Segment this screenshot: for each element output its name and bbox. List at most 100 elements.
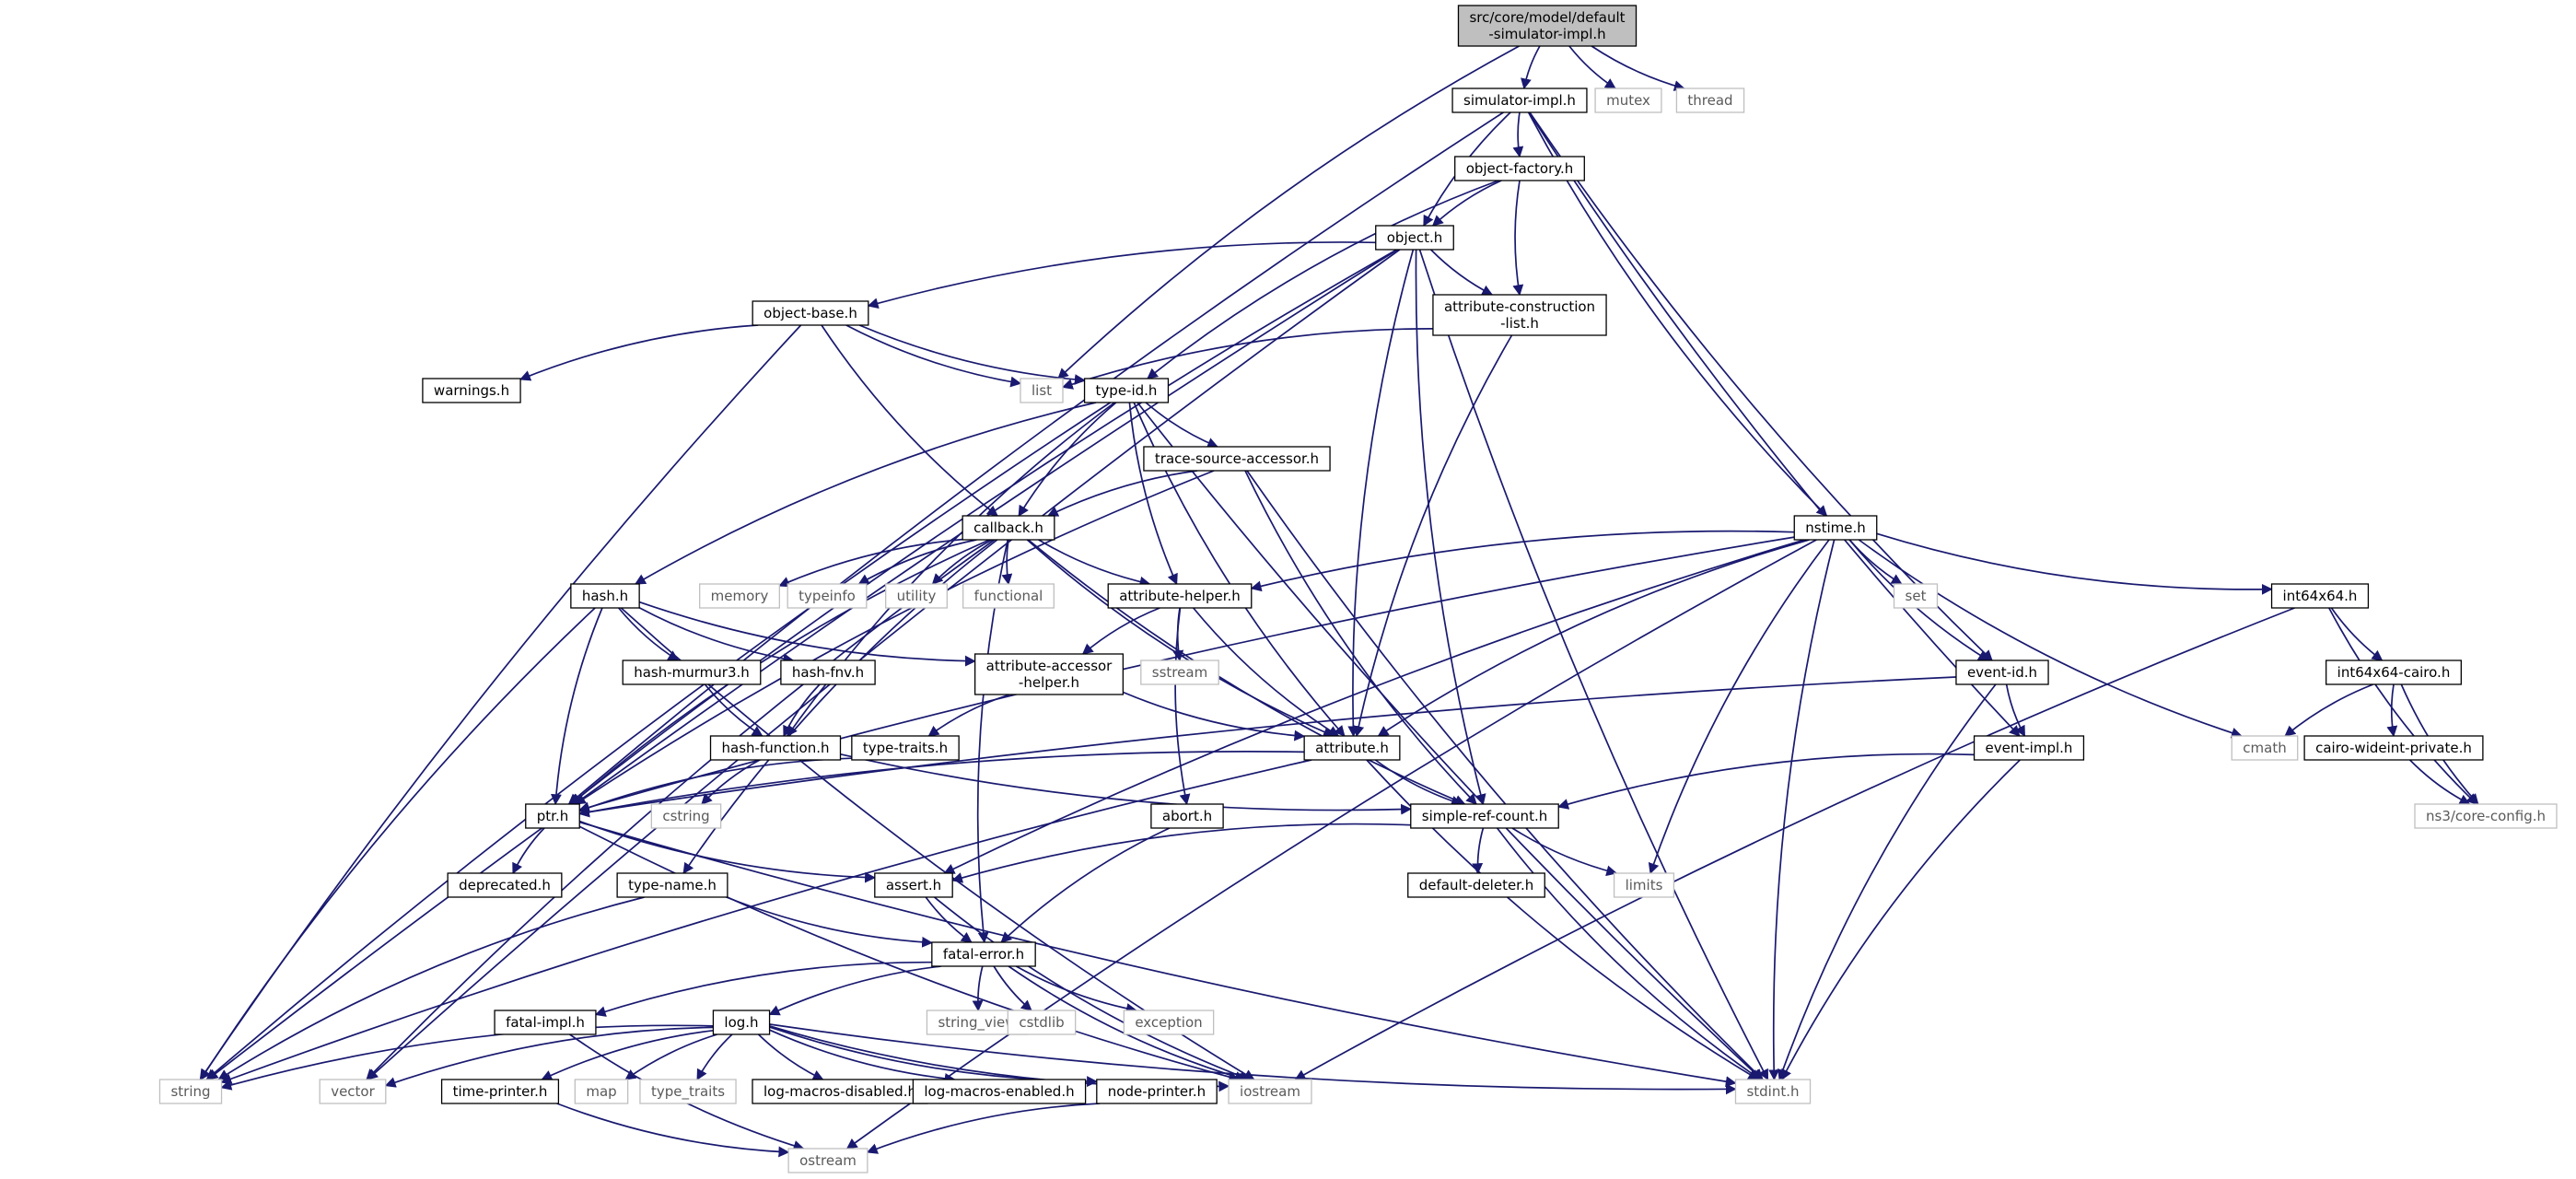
node-fatal-error[interactable]: fatal-error.h	[931, 941, 1036, 967]
node-label: vector	[331, 1083, 375, 1100]
node-box	[787, 1148, 868, 1173]
edge-object-factory-to-type-id	[1147, 180, 1499, 379]
node-box	[752, 300, 869, 326]
node-type-name[interactable]: type-name.h	[616, 872, 729, 898]
node-log[interactable]: log.h	[712, 1010, 771, 1035]
edge-hash-function-to-simple-ref-count	[840, 753, 1412, 815]
node-box	[570, 583, 640, 609]
node-label: cmath	[2243, 740, 2286, 756]
edge-hash-murmur3-to-hash-function	[704, 683, 763, 737]
node-nstime[interactable]: nstime.h	[1793, 515, 1878, 541]
node-label: fatal-error.h	[943, 946, 1024, 963]
node-box	[2303, 735, 2484, 761]
node-simulator-impl[interactable]: simulator-impl.h	[1451, 88, 1588, 113]
node-object[interactable]: object.h	[1375, 225, 1454, 251]
node-box	[780, 660, 876, 685]
node-default-deleter[interactable]: default-deleter.h	[1407, 872, 1545, 898]
node-type-id[interactable]: type-id.h	[1083, 378, 1170, 403]
node-label: sstream	[1152, 664, 1207, 681]
edge-object-base-to-type-id	[858, 324, 1086, 385]
node-cairo-wideint-private[interactable]: cairo-wideint-private.h	[2303, 735, 2484, 761]
node-label: type_traits	[651, 1083, 725, 1101]
node-label: log-macros-disabled.h	[763, 1083, 916, 1100]
node-hash-function[interactable]: hash-function.h	[709, 735, 842, 761]
edge-int64x64-to-iostream	[1294, 607, 2295, 1080]
edge-object-to-ptr	[569, 249, 1398, 805]
node-box	[616, 872, 729, 898]
node-callback[interactable]: callback.h	[962, 515, 1055, 541]
node-warnings[interactable]: warnings.h	[422, 378, 521, 403]
node-object-base[interactable]: object-base.h	[752, 300, 869, 326]
edge-trace-source-accessor-to-ptr	[574, 470, 1215, 805]
node-log-macros-enabled[interactable]: log-macros-enabled.h	[912, 1079, 1087, 1104]
edge-callback-to-memory	[778, 538, 963, 588]
edge-type-id-to-string	[205, 402, 1112, 1080]
node-attribute[interactable]: attribute.h	[1303, 735, 1401, 761]
node-box	[1150, 803, 1224, 829]
node-hash-fnv[interactable]: hash-fnv.h	[780, 660, 876, 685]
node-label: abort.h	[1162, 808, 1212, 824]
node-box	[874, 872, 953, 898]
node-memory: memory	[699, 583, 780, 609]
node-exception: exception	[1123, 1010, 1215, 1035]
node-box	[1143, 446, 1331, 472]
node-iostream: iostream	[1228, 1079, 1312, 1104]
node-hash[interactable]: hash.h	[570, 583, 640, 609]
edge-callback-to-attribute	[1026, 539, 1335, 738]
node-thread: thread	[1675, 88, 1745, 113]
edge-node-printer-to-ostream	[866, 1103, 1101, 1154]
node-box	[1107, 583, 1253, 609]
node-box	[1096, 1079, 1218, 1104]
node-box	[787, 583, 868, 609]
node-attribute-construction-list[interactable]: attribute-construction-list.h	[1432, 294, 1607, 336]
node-attribute-helper[interactable]: attribute-helper.h	[1107, 583, 1253, 609]
node-label: warnings.h	[434, 382, 509, 399]
node-event-impl[interactable]: event-impl.h	[1973, 735, 2085, 761]
node-box	[2270, 583, 2370, 609]
node-label: simple-ref-count.h	[1422, 808, 1547, 824]
node-ptr[interactable]: ptr.h	[525, 803, 580, 829]
edge-callback-to-functional	[1001, 539, 1013, 586]
node-log-macros-disabled[interactable]: log-macros-disabled.h	[752, 1079, 928, 1104]
edge-event-id-to-event-impl	[2005, 683, 2026, 738]
node-int64x64-cairo[interactable]: int64x64-cairo.h	[2325, 660, 2462, 685]
node-box	[639, 1079, 737, 1104]
node-label: callback.h	[973, 519, 1043, 536]
node-hash-murmur3[interactable]: hash-murmur3.h	[622, 660, 762, 685]
node-root[interactable]: src/core/model/default-simulator-impl.h	[1457, 5, 1638, 47]
node-event-id[interactable]: event-id.h	[1955, 660, 2049, 685]
edge-int64x64-cairo-to-cairo-wideint-private	[2386, 683, 2398, 738]
node-assert[interactable]: assert.h	[874, 872, 953, 898]
node-label: exception	[1135, 1014, 1202, 1031]
node-int64x64[interactable]: int64x64.h	[2270, 583, 2370, 609]
node-cstring: cstring	[650, 803, 722, 829]
node-box	[525, 803, 580, 829]
edge-attribute-construction-list-to-list	[1061, 328, 1433, 390]
edge-attribute-to-ptr	[578, 751, 1305, 818]
edge-simple-ref-count-to-stdint	[1496, 827, 1762, 1080]
node-label: cstring	[662, 808, 709, 824]
edge-callback-to-typeinfo	[857, 539, 977, 585]
node-simple-ref-count[interactable]: simple-ref-count.h	[1410, 803, 1559, 829]
edge-trace-source-accessor-to-stdint	[1246, 470, 1764, 1080]
node-type-traits[interactable]: type-traits.h	[851, 735, 960, 761]
node-fatal-impl[interactable]: fatal-impl.h	[494, 1010, 597, 1035]
node-attribute-accessor-helper[interactable]: attribute-accessor-helper.h	[973, 653, 1125, 695]
node-cstdlib: cstdlib	[1007, 1010, 1077, 1035]
node-time-printer[interactable]: time-printer.h	[440, 1079, 560, 1104]
node-deprecated[interactable]: deprecated.h	[447, 872, 563, 898]
node-node-printer[interactable]: node-printer.h	[1096, 1079, 1218, 1104]
node-label: attribute-accessor-helper.h	[986, 658, 1113, 691]
node-box	[712, 1010, 771, 1035]
edge-event-id-to-ptr	[578, 676, 1957, 818]
node-label: hash-function.h	[722, 740, 830, 756]
node-trace-source-accessor[interactable]: trace-source-accessor.h	[1143, 446, 1331, 472]
node-box	[1594, 88, 1662, 113]
edge-root-to-list	[1057, 45, 1520, 379]
node-object-factory[interactable]: object-factory.h	[1454, 156, 1585, 181]
edge-type-name-to-string	[217, 896, 645, 1080]
dependency-edges	[199, 45, 2479, 1158]
node-abort[interactable]: abort.h	[1150, 803, 1224, 829]
node-box	[699, 583, 780, 609]
